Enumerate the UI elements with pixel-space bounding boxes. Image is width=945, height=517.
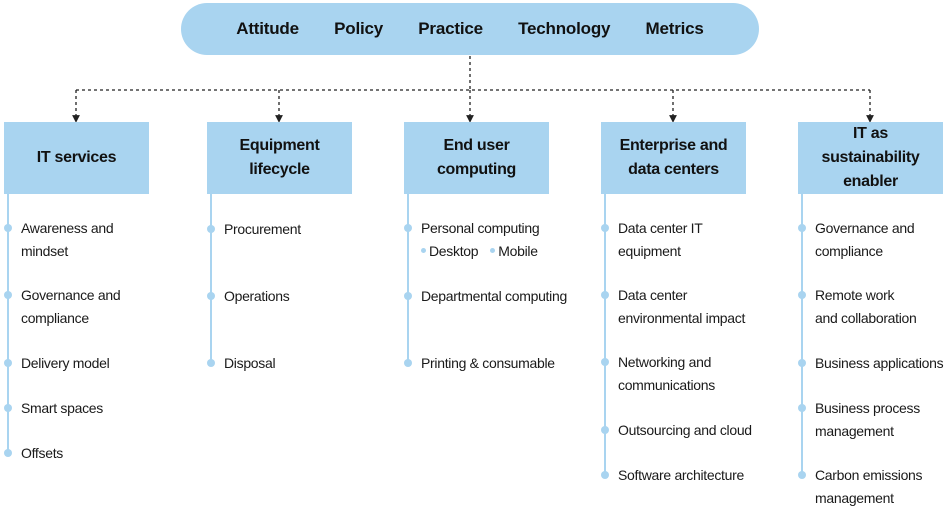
list-item: Offsets bbox=[21, 445, 63, 461]
list-item: Data center environmental impact bbox=[618, 287, 746, 326]
categories-banner: Attitude Policy Practice Technology Metr… bbox=[181, 3, 759, 55]
column-spine bbox=[210, 194, 212, 366]
list-item: Remote work and collaboration bbox=[815, 287, 917, 326]
list-item: Carbon emissions management bbox=[815, 467, 923, 506]
circle-bullet-icon bbox=[4, 404, 12, 412]
column-title-line: Enterprise and bbox=[619, 137, 728, 154]
list-item: Procurement bbox=[224, 221, 301, 237]
column-title-line: Equipment bbox=[239, 137, 320, 154]
column-title-line: IT services bbox=[36, 149, 117, 166]
circle-bullet-icon bbox=[404, 359, 412, 367]
circle-bullet-icon bbox=[601, 358, 609, 366]
circle-bullet-icon bbox=[601, 291, 609, 299]
list-item: Departmental computing bbox=[421, 288, 567, 304]
list-item: Personal computing Desktop Mobile bbox=[421, 217, 540, 263]
column-header-it-services: IT services bbox=[4, 122, 149, 194]
column-spine bbox=[801, 194, 803, 476]
circle-bullet-icon bbox=[404, 292, 412, 300]
column-header-enterprise-data-centers: Enterprise and data centers bbox=[601, 122, 746, 194]
banner-item-practice: Practice bbox=[418, 19, 483, 38]
circle-bullet-icon bbox=[798, 291, 806, 299]
column-header-end-user-computing: End user computing bbox=[404, 122, 549, 194]
subitem-row: Desktop Mobile bbox=[421, 240, 539, 263]
column-title-line: End user bbox=[443, 137, 510, 154]
circle-bullet-icon bbox=[4, 359, 12, 367]
list-item: Delivery model bbox=[21, 355, 110, 371]
list-item: Networking and communications bbox=[618, 354, 715, 393]
column-title-line: computing bbox=[436, 161, 517, 178]
list-item: Business process management bbox=[815, 400, 920, 439]
list-item: Business applications bbox=[815, 355, 944, 371]
circle-bullet-icon bbox=[798, 359, 806, 367]
column-header-it-sustainability-enabler: IT as sustainability enabler bbox=[798, 122, 943, 194]
circle-bullet-icon bbox=[421, 248, 426, 254]
circle-bullet-icon bbox=[207, 292, 215, 300]
column-title-line: data centers bbox=[628, 161, 719, 178]
circle-bullet-icon bbox=[404, 224, 412, 232]
column-title-line: lifecycle bbox=[249, 161, 310, 178]
circle-bullet-icon bbox=[207, 225, 215, 233]
list-item: Operations bbox=[224, 288, 290, 304]
circle-bullet-icon bbox=[601, 426, 609, 434]
list-item: Governance and compliance bbox=[21, 287, 121, 326]
banner-item-technology: Technology bbox=[518, 19, 611, 38]
list-item: Software architecture bbox=[618, 467, 744, 483]
column-spine bbox=[604, 194, 606, 476]
list-item: Disposal bbox=[224, 355, 276, 371]
list-item: Data center IT equipment bbox=[618, 220, 703, 259]
subitem-mobile: Mobile bbox=[490, 240, 538, 263]
circle-bullet-icon bbox=[601, 471, 609, 479]
circle-bullet-icon bbox=[490, 248, 496, 254]
list-item: Awareness and mindset bbox=[21, 220, 114, 259]
list-item: Governance and compliance bbox=[815, 220, 915, 259]
list-item: Printing & consumable bbox=[421, 355, 555, 371]
column-spine bbox=[7, 194, 9, 454]
circle-bullet-icon bbox=[207, 359, 215, 367]
subitem-desktop: Desktop bbox=[421, 240, 479, 263]
banner-item-attitude: Attitude bbox=[236, 19, 299, 38]
list-item: Outsourcing and cloud bbox=[618, 422, 752, 438]
circle-bullet-icon bbox=[601, 224, 609, 232]
list-item: Smart spaces bbox=[21, 400, 103, 416]
circle-bullet-icon bbox=[798, 224, 806, 232]
banner-item-metrics: Metrics bbox=[645, 19, 704, 38]
circle-bullet-icon bbox=[798, 404, 806, 412]
circle-bullet-icon bbox=[4, 449, 12, 457]
column-header-equipment-lifecycle: Equipment lifecycle bbox=[207, 122, 352, 194]
column-spine bbox=[407, 194, 409, 366]
column-title-line: IT as sustainability bbox=[821, 125, 920, 166]
circle-bullet-icon bbox=[798, 471, 806, 479]
column-title-line: enabler bbox=[843, 173, 898, 190]
dashed-connectors bbox=[72, 56, 874, 123]
circle-bullet-icon bbox=[4, 224, 12, 232]
banner-item-policy: Policy bbox=[334, 19, 384, 38]
circle-bullet-icon bbox=[4, 291, 12, 299]
